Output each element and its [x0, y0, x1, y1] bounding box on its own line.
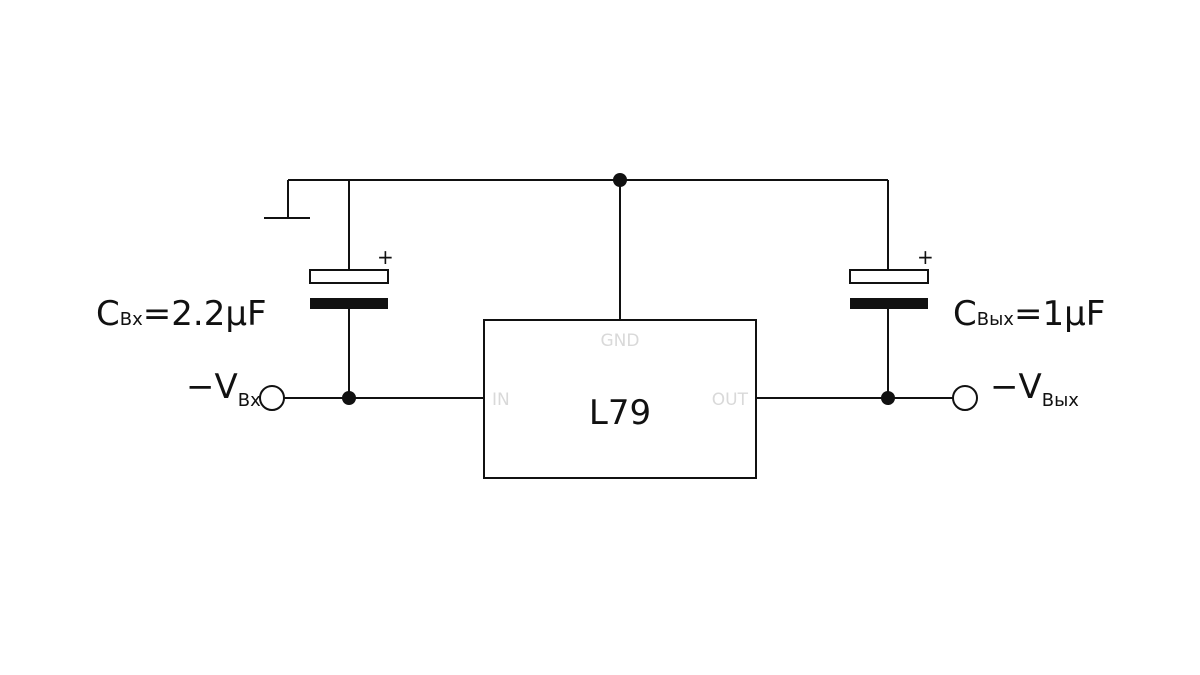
output-capacitor-negative-plate	[850, 298, 928, 309]
output-terminal	[952, 385, 978, 411]
input-capacitor-label: CBx=2.2μF	[96, 294, 267, 334]
junction-node-in	[342, 391, 356, 405]
pin-label-out: OUT	[712, 390, 749, 410]
junction-node-out	[881, 391, 895, 405]
input-voltage-label: −VBx	[186, 367, 261, 411]
regulator-name: L79	[589, 393, 651, 433]
input-capacitor-negative-plate	[310, 298, 388, 309]
input-capacitor-positive-plate	[309, 269, 389, 284]
input-capacitor	[309, 180, 389, 398]
output-capacitor-positive-plate	[849, 269, 929, 284]
input-capacitor-polarity: +	[377, 245, 394, 269]
ground-symbol	[264, 180, 310, 219]
input-terminal	[259, 385, 285, 411]
output-voltage-label: −VВых	[990, 367, 1079, 411]
output-capacitor-label: CВых=1μF	[953, 294, 1105, 334]
output-capacitor	[849, 180, 929, 398]
pin-label-in: IN	[492, 390, 510, 410]
pin-label-gnd: GND	[601, 331, 640, 351]
output-capacitor-polarity: +	[917, 245, 934, 269]
regulator-ic	[483, 319, 757, 479]
